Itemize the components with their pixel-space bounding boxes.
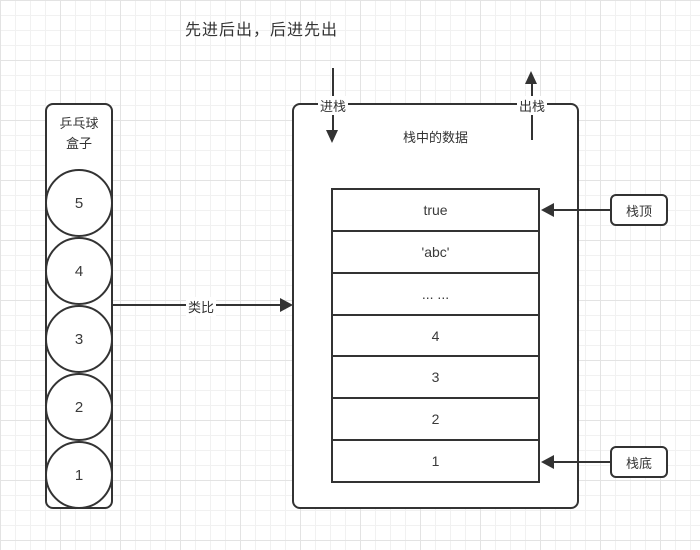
ball-2: 2 — [45, 373, 113, 441]
stack-row-4: 4 — [333, 313, 538, 356]
stack-row-true-value: true — [423, 201, 448, 218]
stack-top-label: 栈顶 — [625, 203, 652, 219]
stack-row-4-value: 4 — [431, 327, 440, 344]
stack-row-1-value: 1 — [431, 453, 440, 470]
stack-row-1: 1 — [333, 439, 538, 481]
stack-row-true: true — [333, 190, 538, 230]
stack-row-2-value: 2 — [431, 411, 440, 428]
ball-3: 3 — [45, 305, 113, 373]
stack-row-dots-value: ... ... — [421, 285, 450, 302]
arrow-up-icon — [525, 71, 537, 84]
push-label: 进栈 — [318, 96, 349, 115]
ball-1: 1 — [45, 441, 113, 509]
ball-4: 4 — [45, 237, 113, 305]
stack-top-arrow-line — [550, 209, 610, 211]
stack-bottom-label-box: 栈底 — [610, 446, 668, 478]
ball-5-number: 5 — [74, 194, 84, 212]
pop-label: 出栈 — [517, 96, 548, 115]
stack-bottom-label: 栈底 — [625, 455, 652, 471]
ball-5: 5 — [45, 169, 113, 237]
ball-4-number: 4 — [74, 262, 84, 280]
pingpong-box-label-line1: 乒乓球 — [59, 116, 99, 131]
stack-row-3-value: 3 — [431, 369, 440, 386]
arrow-left-icon — [541, 455, 554, 469]
stack-title: 栈中的数据 — [402, 130, 468, 145]
ball-1-number: 1 — [74, 466, 84, 484]
diagram-title: 先进后出，后进先出 — [185, 22, 339, 39]
pingpong-box-label: 乒乓球 盒子 — [45, 114, 113, 154]
analogy-label: 类比 — [186, 297, 217, 316]
stack-table: true 'abc' ... ... 4 3 2 1 — [331, 188, 540, 483]
stack-row-abc: 'abc' — [333, 229, 538, 272]
stack-bottom-arrow-line — [550, 461, 610, 463]
stack-row-2: 2 — [333, 397, 538, 439]
stack-top-label-box: 栈顶 — [610, 194, 668, 226]
stack-row-abc-value: 'abc' — [421, 243, 450, 260]
arrow-right-icon — [280, 298, 293, 312]
ball-3-number: 3 — [74, 330, 84, 348]
stack-row-dots: ... ... — [333, 271, 538, 314]
pingpong-box-label-line2: 盒子 — [65, 136, 92, 151]
stack-row-3: 3 — [333, 355, 538, 397]
ball-2-number: 2 — [74, 398, 84, 416]
arrow-left-icon — [541, 203, 554, 217]
arrow-down-icon — [326, 130, 338, 143]
